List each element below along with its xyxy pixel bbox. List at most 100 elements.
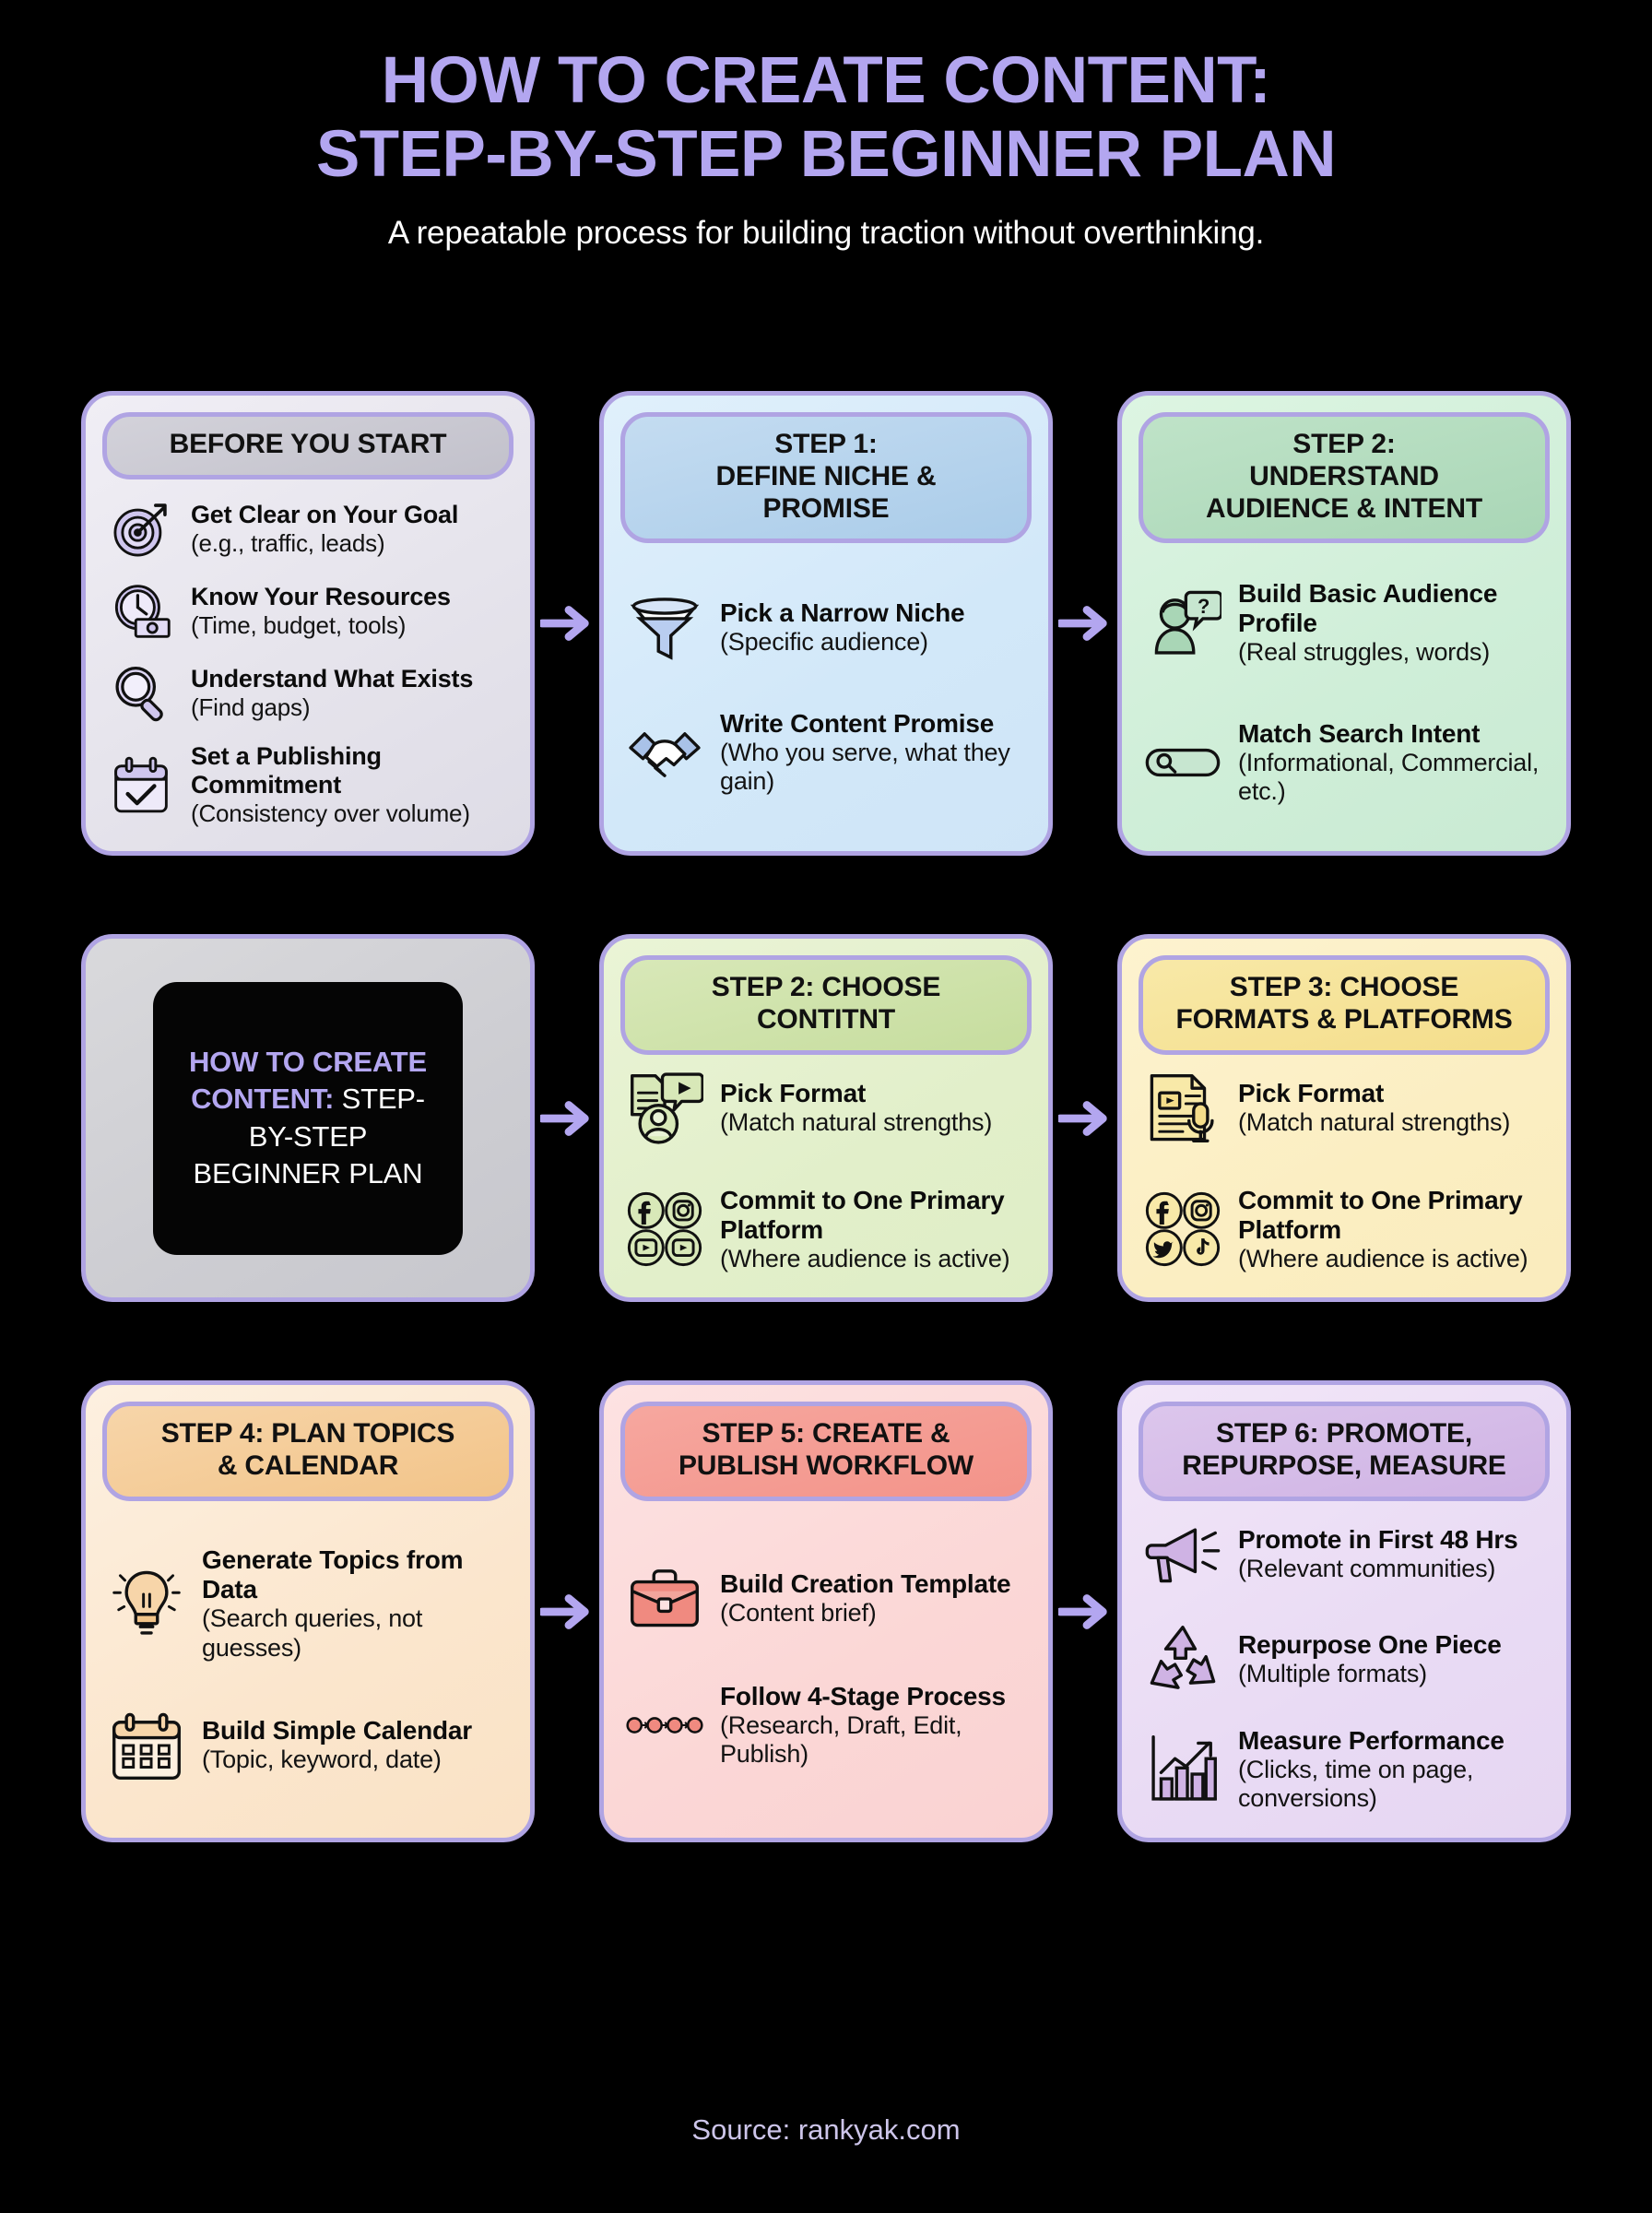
list-item: Repurpose One Piece (Multiple formats) — [1144, 1621, 1544, 1698]
list-item-sub: (Match natural strengths) — [720, 1108, 993, 1137]
list-item: Promote in First 48 Hrs (Relevant commun… — [1144, 1516, 1544, 1593]
list-item: Get Clear on Your Goal (e.g., traffic, l… — [108, 496, 508, 562]
card-heading: STEP 5: CREATE & PUBLISH WORKFLOW — [620, 1402, 1032, 1501]
list-item-label: Understand What Exists — [191, 665, 474, 693]
page-title-line-1: HOW TO CREATE CONTENT: — [381, 44, 1271, 117]
list-item-sub: (Clicks, time on page, conversions) — [1238, 1756, 1474, 1813]
list-item-text: Build Creation Template (Content brief) — [720, 1569, 1026, 1628]
list-item: Know Your Resources (Time, budget, tools… — [108, 578, 508, 645]
list-item: Commit to One Primary Platform (Where au… — [626, 1186, 1026, 1274]
list-item-sub: (Search queries, not guesses) — [202, 1604, 423, 1662]
card-heading: STEP 1: DEFINE NICHE & PROMISE — [620, 412, 1032, 544]
arrow-step5-to-step6 — [1053, 1584, 1117, 1639]
card-items: Pick Format (Match natural strengths) — [1139, 1055, 1550, 1278]
list-item-sub: (Relevant communities) — [1238, 1555, 1496, 1583]
card-step-6-promote-repurpose-measure: STEP 6: PROMOTE, REPURPOSE, MEASURE Prom… — [1117, 1380, 1571, 1842]
list-item-text: Build Simple Calendar (Topic, keyword, d… — [202, 1716, 508, 1775]
card-heading: STEP 4: PLAN TOPICS & CALENDAR — [102, 1402, 513, 1501]
list-item: Pick Format (Match natural strengths) — [626, 1070, 1026, 1147]
list-item-text: Understand What Exists (Find gaps) — [191, 665, 508, 721]
page-header: HOW TO CREATE CONTENT: STEP-BY-STEP BEGI… — [0, 0, 1652, 252]
search-bar-icon — [1144, 724, 1221, 801]
social-facebook-instagram-youtube-youtube-icon — [626, 1190, 703, 1268]
list-item-sub: (Where audience is active) — [1238, 1245, 1528, 1273]
card-items: Pick a Narrow Niche (Specific audience) — [620, 543, 1032, 831]
list-item-text: Commit to One Primary Platform (Where au… — [720, 1186, 1026, 1274]
list-item: Pick Format (Match natural strengths) — [1144, 1070, 1544, 1147]
page-title-line-2: STEP-BY-STEP BEGINNER PLAN — [315, 117, 1337, 191]
page-title: HOW TO CREATE CONTENT: STEP-BY-STEP BEGI… — [0, 44, 1652, 191]
list-item-sub: (Multiple formats) — [1238, 1660, 1427, 1688]
card-items: Pick Format (Match natural strengths) — [620, 1055, 1032, 1278]
card-step-3-choose-formats-platforms: STEP 3: CHOOSE FORMATS & PLATFORMS — [1117, 934, 1571, 1303]
four-stage-dots-icon — [626, 1686, 703, 1764]
card-heading: BEFORE YOU START — [102, 412, 513, 479]
list-item-label: Promote in First 48 Hrs — [1238, 1525, 1518, 1555]
card-grid: BEFORE YOU START — [81, 391, 1572, 1842]
list-item-text: Get Clear on Your Goal (e.g., traffic, l… — [191, 501, 508, 557]
grid-cell: STEP 4: PLAN TOPICS & CALENDAR — [81, 1380, 589, 1842]
list-item-text: Match Search Intent (Informational, Comm… — [1238, 719, 1544, 807]
arrow-choose-content-to-formats — [1053, 1091, 1117, 1146]
card-items: Get Clear on Your Goal (e.g., traffic, l… — [102, 479, 513, 831]
list-item: Understand What Exists (Find gaps) — [108, 660, 508, 727]
card-heading: STEP 3: CHOOSE FORMATS & PLATFORMS — [1139, 955, 1550, 1055]
card-step-4-plan-topics-calendar: STEP 4: PLAN TOPICS & CALENDAR — [81, 1380, 535, 1842]
briefcase-icon — [626, 1560, 703, 1638]
card-step-2-understand-audience-intent: STEP 2: UNDERSTAND AUDIENCE & INTENT ? — [1117, 391, 1571, 857]
social-facebook-instagram-twitter-tiktok-icon — [1144, 1190, 1221, 1268]
arrow-step4-to-step5 — [535, 1584, 599, 1639]
card-items: ? Build Basic Audience Profile (Real str… — [1139, 543, 1550, 831]
person-question-icon: ? — [1144, 585, 1221, 662]
clock-money-icon — [108, 578, 174, 645]
card-items: Promote in First 48 Hrs (Relevant commun… — [1139, 1501, 1550, 1817]
grid-cell: BEFORE YOU START — [81, 391, 589, 857]
list-item-text: Commit to One Primary Platform (Where au… — [1238, 1186, 1544, 1274]
list-item-sub: (e.g., traffic, leads) — [191, 529, 385, 558]
lightbulb-icon — [108, 1565, 185, 1642]
grid-cell: STEP 5: CREATE & PUBLISH WORKFLOW — [599, 1380, 1107, 1842]
card-step-2-choose-contitnt: STEP 2: CHOOSE CONTITNT — [599, 934, 1053, 1303]
list-item-text: Build Basic Audience Profile (Real strug… — [1238, 579, 1544, 668]
card-heading: STEP 2: CHOOSE CONTITNT — [620, 955, 1032, 1055]
list-item-sub: (Who you serve, what they gain) — [720, 739, 1010, 796]
megaphone-icon — [1144, 1516, 1221, 1593]
list-item-sub: (Consistency over volume) — [191, 799, 470, 827]
nested-title-highlight: HOW TO CREATE CONTENT: — [188, 1046, 427, 1116]
list-item-label: Follow 4-Stage Process — [720, 1681, 1006, 1710]
list-item-text: Write Content Promise (Who you serve, wh… — [720, 709, 1026, 797]
list-item-text: Know Your Resources (Time, budget, tools… — [191, 583, 508, 639]
calendar-icon — [108, 1707, 185, 1784]
list-item: Set a Publishing Commitment (Consistency… — [108, 742, 508, 827]
list-item-label: Write Content Promise — [720, 708, 995, 738]
arrow-title-to-choose-content — [535, 1091, 599, 1146]
document-video-person-icon — [626, 1070, 703, 1147]
list-item-label: Get Clear on Your Goal — [191, 501, 459, 529]
list-item-text: Set a Publishing Commitment (Consistency… — [191, 742, 508, 827]
list-item-sub: (Time, budget, tools) — [191, 611, 407, 640]
list-item-sub: (Content brief) — [720, 1599, 877, 1627]
card-step-5-create-publish-workflow: STEP 5: CREATE & PUBLISH WORKFLOW — [599, 1380, 1053, 1842]
grid-cell: STEP 6: PROMOTE, REPURPOSE, MEASURE Prom… — [1117, 1380, 1571, 1842]
magnifier-icon — [108, 660, 174, 727]
svg-text:?: ? — [1198, 595, 1210, 618]
page-subtitle: A repeatable process for building tracti… — [387, 215, 1265, 252]
list-item-label: Pick Format — [720, 1078, 867, 1107]
list-item: Commit to One Primary Platform (Where au… — [1144, 1186, 1544, 1274]
card-title-card: HOW TO CREATE CONTENT: STEP-BY-STEP BEGI… — [81, 934, 535, 1303]
nested-panel-wrap: HOW TO CREATE CONTENT: STEP-BY-STEP BEGI… — [108, 961, 508, 1275]
list-item-text: Promote in First 48 Hrs (Relevant commun… — [1238, 1525, 1544, 1584]
list-item-label: Build Creation Template — [720, 1569, 1011, 1599]
list-item-text: Pick a Narrow Niche (Specific audience) — [720, 598, 1026, 657]
list-item: Measure Performance (Clicks, time on pag… — [1144, 1726, 1544, 1814]
calendar-check-icon — [108, 751, 174, 818]
list-item-sub: (Find gaps) — [191, 693, 311, 722]
grid-cell: STEP 2: UNDERSTAND AUDIENCE & INTENT ? — [1117, 391, 1571, 857]
list-item: Follow 4-Stage Process (Research, Draft,… — [626, 1682, 1026, 1769]
list-item-label: Match Search Intent — [1238, 718, 1481, 748]
grid-cell: STEP 3: CHOOSE FORMATS & PLATFORMS — [1117, 934, 1571, 1303]
list-item-label: Measure Performance — [1238, 1725, 1504, 1755]
grid-cell: HOW TO CREATE CONTENT: STEP-BY-STEP BEGI… — [81, 934, 589, 1303]
card-heading: STEP 6: PROMOTE, REPURPOSE, MEASURE — [1139, 1402, 1550, 1501]
list-item-sub: (Informational, Commercial, etc.) — [1238, 748, 1540, 806]
